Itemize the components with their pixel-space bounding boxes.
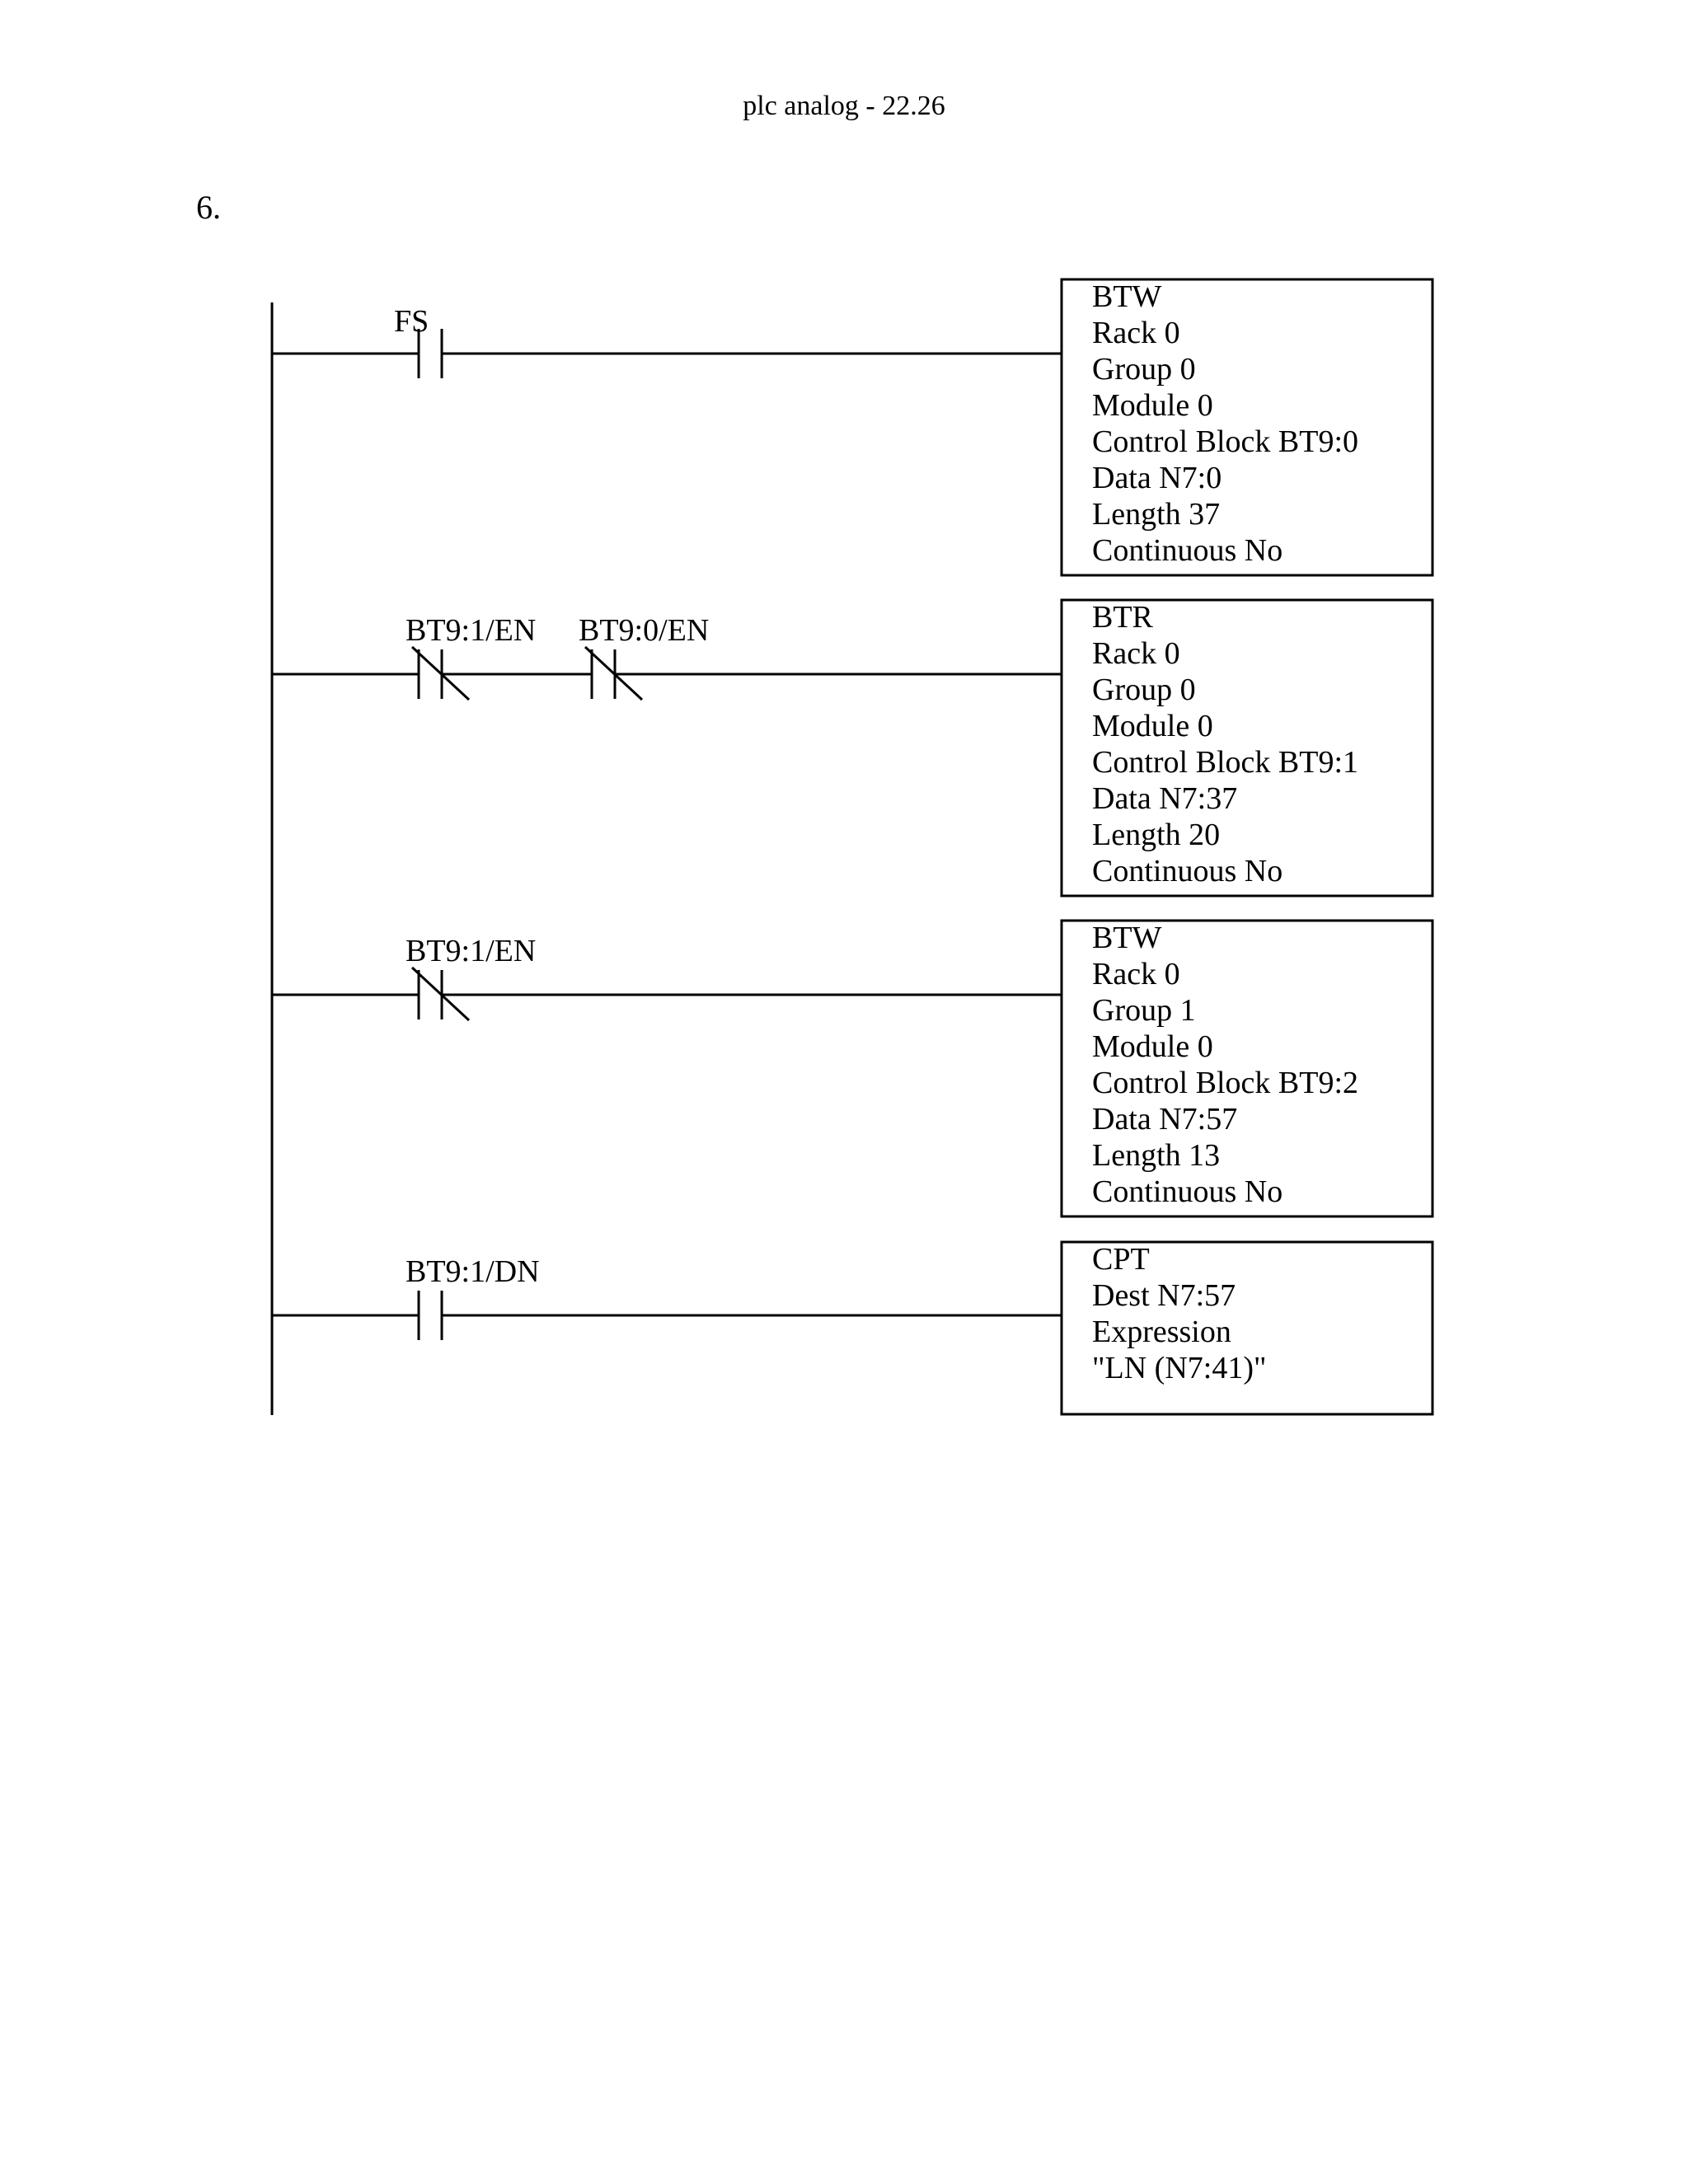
instruction-line: Rack 0 (1092, 636, 1180, 671)
instruction-text: CPT Dest N7:57 Expression "LN (N7:41)" (1092, 1241, 1267, 1386)
instruction-line: Data N7:57 (1092, 1102, 1238, 1137)
page-header-title: plc analog - 22.26 (743, 91, 945, 121)
instruction-line: Rack 0 (1092, 957, 1180, 991)
instruction-box-btw (1060, 919, 1434, 1218)
instruction-line: Module 0 (1092, 709, 1213, 743)
instruction-line: Length 13 (1092, 1138, 1221, 1173)
instruction-line: Group 0 (1092, 352, 1196, 387)
instruction-line: BTW (1092, 279, 1162, 314)
rung-3 (272, 919, 1434, 1218)
instruction-line: BTW (1092, 921, 1162, 955)
instruction-line: "LN (N7:41)" (1092, 1351, 1267, 1385)
rung-4 (272, 1240, 1434, 1416)
instruction-text: BTW Rack 0 Group 1 Module 0 Control Bloc… (1092, 920, 1358, 1210)
instruction-line: Continuous No (1092, 854, 1283, 888)
instruction-line: Group 1 (1092, 993, 1196, 1028)
instruction-line: Continuous No (1092, 533, 1283, 568)
rung-1 (272, 278, 1434, 577)
contact-no (417, 1291, 443, 1340)
instruction-line: Group 0 (1092, 673, 1196, 707)
contact-label: FS (394, 304, 429, 339)
instruction-box-btw (1060, 278, 1434, 577)
instruction-line: Control Block BT9:0 (1092, 424, 1358, 459)
contact-label: BT9:0/EN (579, 613, 710, 648)
contact-label: BT9:1/EN (406, 934, 537, 968)
instruction-line: Length 20 (1092, 818, 1221, 852)
contact-label: BT9:1/DN (406, 1254, 540, 1289)
instruction-text: BTW Rack 0 Group 0 Module 0 Control Bloc… (1092, 279, 1358, 569)
instruction-line: Data N7:0 (1092, 461, 1222, 495)
instruction-line: CPT (1092, 1242, 1150, 1277)
instruction-text: BTR Rack 0 Group 0 Module 0 Control Bloc… (1092, 599, 1358, 889)
instruction-line: Module 0 (1092, 1029, 1213, 1064)
instruction-line: Rack 0 (1092, 316, 1180, 350)
instruction-box-btr (1060, 598, 1434, 898)
instruction-box-cpt (1060, 1240, 1434, 1416)
contact-label: BT9:1/EN (406, 613, 537, 648)
problem-number: 6. (196, 189, 221, 226)
instruction-line: Continuous No (1092, 1174, 1283, 1209)
rung-2 (272, 598, 1434, 898)
instruction-line: Dest N7:57 (1092, 1278, 1236, 1313)
instruction-line: Control Block BT9:2 (1092, 1066, 1358, 1100)
instruction-line: Expression (1092, 1315, 1231, 1349)
instruction-line: BTR (1092, 600, 1153, 635)
instruction-line: Data N7:37 (1092, 781, 1238, 816)
instruction-line: Module 0 (1092, 388, 1213, 423)
instruction-line: Length 37 (1092, 497, 1221, 532)
instruction-line: Control Block BT9:1 (1092, 745, 1358, 780)
